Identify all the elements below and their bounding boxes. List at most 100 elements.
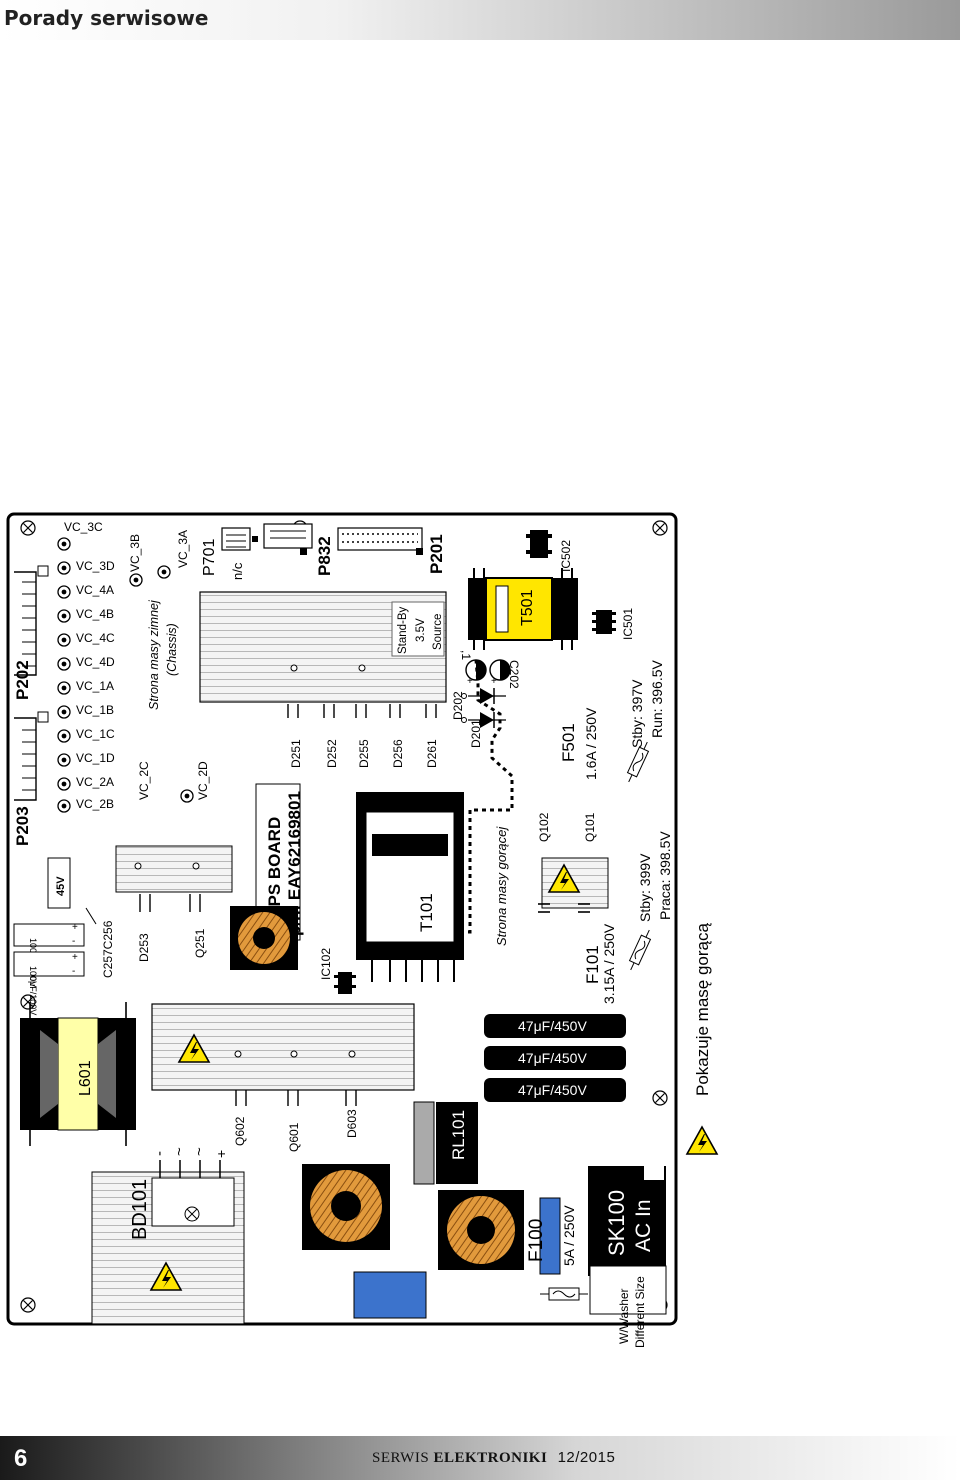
tp-label-vc1a: VC_1A [76, 679, 114, 693]
label-q101: Q101 [583, 812, 597, 842]
label-washer: W/Washer [617, 1288, 631, 1344]
mounting-screw-icon [652, 520, 668, 536]
x-capacitor [353, 1271, 427, 1319]
connector-p203-shape [14, 711, 49, 801]
test-point-icon [57, 561, 71, 575]
label-small-cap-2: 100μF/100V [28, 966, 38, 1015]
label-praca: Praca: 398.5V [657, 831, 673, 920]
label-d255: D255 [357, 739, 371, 768]
label-p203: P203 [13, 806, 32, 846]
hot-cold-boundary-line [398, 659, 514, 952]
label-q601: Q601 [287, 1122, 301, 1152]
label-45v-box: 45V [47, 857, 71, 909]
page-section-title: Porady serwisowe [4, 6, 209, 30]
tp-label-vc2a: VC_2A [76, 775, 114, 789]
standby-box [391, 601, 445, 657]
chassis-label: (Chassis) [165, 623, 179, 676]
label-f100: F100 [526, 1219, 547, 1262]
tp-label-vc4c: VC_4C [76, 631, 115, 645]
tp-label-vc4d: VC_4D [76, 655, 115, 669]
label-rl101: RL101 [449, 1110, 468, 1160]
heatsink-d253 [115, 845, 233, 893]
relay-rl101 [413, 1101, 478, 1185]
ic501-chip-icon [592, 610, 616, 634]
label-p201: P201 [427, 534, 446, 574]
coil-l601 [20, 1002, 136, 1146]
journal-issue: 12/2015 [557, 1449, 616, 1466]
test-point-icon [57, 729, 71, 743]
test-point-icon [57, 681, 71, 695]
label-different-size: Different Size [633, 1276, 647, 1348]
diode-d202-icon [468, 688, 506, 704]
test-point-icon [57, 705, 71, 719]
label-c257c256: C257C256 [101, 920, 115, 978]
tp-label-vc2c: VC_2C [137, 761, 151, 800]
label-cap-2: 47μF/450V [518, 1050, 587, 1066]
test-point-icon [57, 609, 71, 623]
tp-label-vc3d: VC_3D [76, 559, 115, 573]
tp-label-vc1c: VC_1C [76, 727, 115, 741]
label-t501: T501 [519, 589, 536, 626]
cold-ground-label: Strona masy zimnej [147, 599, 161, 710]
journal-name-part2: ELEKTRONIKI [433, 1450, 548, 1466]
label-q602: Q602 [233, 1116, 247, 1146]
label-d603: D603 [345, 1109, 359, 1138]
standby-line3: Source [432, 614, 444, 650]
label-c202: C202 [507, 660, 521, 689]
label-nc: n/c [230, 562, 245, 580]
bd-pin-plus: + [213, 1150, 229, 1158]
tp-label-vc3a: VC_3A [176, 530, 190, 568]
svg-text:+: + [467, 676, 473, 687]
ic102-chip-icon [334, 972, 356, 994]
tp-label-vc3b: VC_3B [128, 534, 142, 572]
tp-label-vc3c: VC_3C [64, 520, 103, 534]
label-c202-suffix: ,1 [459, 650, 473, 660]
test-point-icon [129, 573, 143, 587]
journal-name-part1: SERWIS [372, 1450, 430, 1466]
fuse-f501-icon [626, 741, 650, 783]
test-point-icon [57, 657, 71, 671]
label-stby-397: Stby: 397V [629, 679, 645, 748]
transformer-t501 [468, 568, 578, 650]
label-d252: D252 [325, 739, 339, 768]
label-d256: D256 [391, 739, 405, 768]
page-number: 6 [14, 1445, 28, 1472]
smps-board-part-number: p/n: EAY62169801 [285, 791, 304, 936]
label-l601: L601 [77, 1060, 94, 1096]
svg-text:-: - [72, 966, 75, 977]
test-point-icon [57, 777, 71, 791]
label-45v: 45V [55, 876, 67, 896]
label-ic502: IC502 [559, 540, 573, 572]
mounting-screw-icon [20, 520, 36, 536]
bulk-capacitor-1: 47μF/450V [484, 1014, 626, 1038]
connector-p202-shape [14, 565, 49, 676]
test-point-icon [57, 753, 71, 767]
board-outline [6, 512, 678, 1326]
bd-pin-ac1: ~ [171, 1147, 188, 1156]
label-d202: D202 [451, 691, 465, 720]
mounting-screw-icon [20, 1297, 36, 1313]
label-d261: D261 [425, 739, 439, 768]
test-point-icon [57, 799, 71, 813]
label-stby-399: Stby: 399V [637, 853, 653, 922]
label-f101-rating: 3.15A / 250V [601, 923, 617, 1004]
svg-text:-: - [72, 936, 75, 947]
fuse-f100-icon [540, 1287, 588, 1301]
label-sk100: SK100 [604, 1190, 629, 1256]
fuse-f100-body [539, 1197, 561, 1275]
bd-pin-minus: - [151, 1151, 168, 1156]
label-bd101: BD101 [129, 1179, 151, 1240]
test-point-icon [57, 537, 71, 551]
label-p832: P832 [315, 536, 334, 576]
ic502-chip-icon [526, 530, 552, 558]
tp-label-vc1b: VC_1B [76, 703, 114, 717]
hot-legend-warning-icon [686, 1126, 718, 1155]
hot-ground-label: Strona masy gorącej [494, 826, 509, 946]
label-f501-rating: 1.6A / 250V [583, 707, 599, 780]
label-f101: F101 [583, 945, 602, 984]
label-cap-1: 47μF/450V [518, 1018, 587, 1034]
test-point-icon [57, 633, 71, 647]
bulk-capacitor-2: 47μF/450V [484, 1046, 626, 1070]
smps-board-title: SMPS BOARD [265, 817, 284, 932]
